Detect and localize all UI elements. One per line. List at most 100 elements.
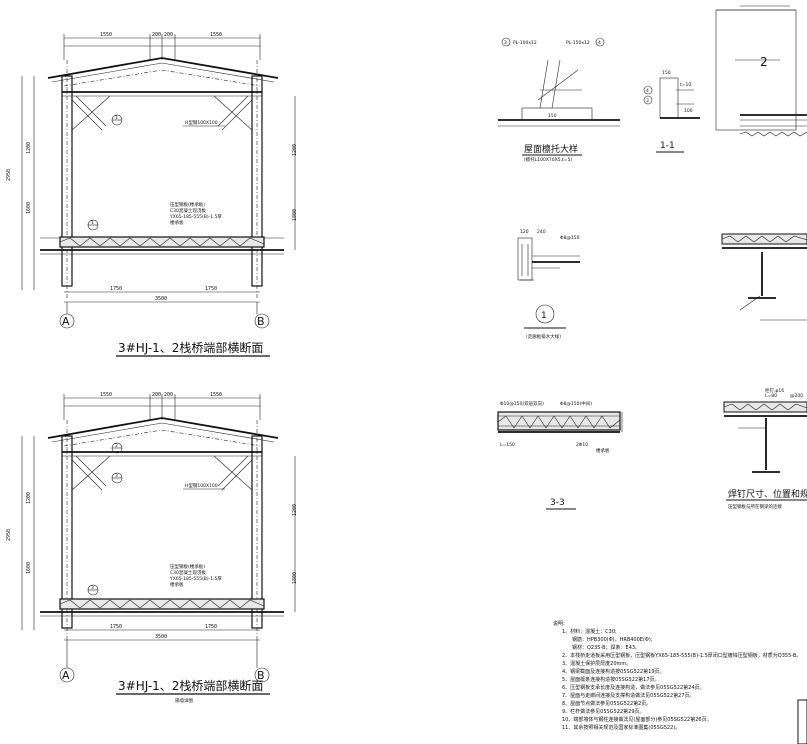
roof-line [47, 57, 279, 79]
section-3-bars: 2Φ10 [576, 442, 588, 448]
dim-left-1: 1200 [26, 142, 32, 154]
beam-label: H型钢100X100 [185, 482, 218, 489]
dim-right-1: 1200 [292, 504, 298, 516]
dim-right-1: 1200 [292, 144, 298, 156]
stud-detail-subtitle: 压型钢板与所在钢梁的连接 [728, 503, 782, 510]
section-2: 2 [715, 5, 807, 137]
note-item: 7、屋面与走廊间连接及支撑构造做法见05SG522第27页。 [562, 692, 695, 699]
detail-1-circle [535, 304, 555, 324]
elevation-2-subtitle: 隔墙详图 [175, 697, 193, 704]
svg-text:3: 3 [115, 473, 118, 479]
note-item: 6、压型钢板支承长度及连接构造，做法参见05SG522第24页。 [562, 684, 705, 691]
section-1-dim-3: 100 [684, 108, 693, 114]
note-line-4: 楼承板 [170, 581, 184, 588]
stud-label-2: L=80 [765, 393, 777, 399]
note-line-3: YX65-185-555(B)-1.5厚 [169, 576, 222, 582]
svg-text:3: 3 [504, 40, 507, 46]
dim-bottom-1: 1750 [110, 286, 122, 292]
elevation-1-title: 3#HJ-1、2栈桥端部横断面 [118, 340, 263, 355]
dim-left-2: 1600 [26, 202, 32, 214]
note-item: 钢材：Q235-B；焊条：E43。 [562, 644, 640, 651]
dim-top-1: 1550 [100, 392, 112, 398]
dim-top-3: 200 [164, 32, 173, 38]
section-1-1: 4 3 150 t=10 100 1-1 [643, 70, 700, 153]
dim-right-2: 1800 [292, 209, 298, 221]
dim-right-2: 1800 [292, 572, 298, 584]
svg-text:4: 4 [646, 88, 649, 94]
beam-label: H型钢100X100 [185, 119, 218, 126]
plate-label-1: PL-100x12 [513, 40, 537, 46]
detail-shear-stud: 栓钉,φ16 L=80 @200 焊钉尺寸、位置和规格 压型钢板与所在钢梁的连接 [723, 387, 807, 510]
drain-dim-2: 240 [537, 229, 546, 235]
rebar-label-2: Φ8@150(中间) [560, 400, 592, 407]
roof-detail-title: 屋面檩托大样 [524, 143, 578, 155]
note-item: 4、钢梁截面及连接构造按05SG522第19页。 [562, 668, 665, 675]
dim-left-1: 1200 [26, 492, 32, 504]
dim-bottom-1: 1750 [110, 624, 122, 630]
detail-1-number: 1 [541, 311, 547, 321]
note-item: 5、屋面檩条连接构造按05SG522第17页。 [562, 676, 660, 683]
dim-bottom-2: 1750 [205, 286, 217, 292]
rebar-label-1: Φ10@150(双层双向) [500, 400, 544, 407]
svg-text:3: 3 [91, 585, 94, 591]
dim-top-2: 200 [152, 392, 161, 398]
note-item: 1、材料：混凝土：C30; [562, 628, 617, 635]
note-line-4: 楼承板 [170, 219, 184, 226]
detail-1-title: (走廊板排水大样) [526, 333, 561, 340]
elevation-1: 1550 200 200 1550 1 1 H型钢100X100 [6, 32, 298, 357]
axis-label-b: B [257, 669, 265, 682]
note-item: 8、屋面节点做法参见05SG522第2页。 [562, 700, 651, 707]
dim-top-3: 200 [164, 392, 173, 398]
drain-rebar: Φ8@150 [560, 235, 580, 241]
title-block-edge [797, 699, 807, 744]
detail-roof-purlin: 3 4 PL-100x12 PL-150x12 150 屋面檩托大样 (檩托L1… [498, 37, 620, 163]
note-item: 9、栏杆做法参见05SG522第29页。 [562, 708, 645, 715]
detail-dim: 150 [548, 113, 557, 119]
roof-detail-subtitle: (檩托L100X70X5,t=5) [524, 156, 572, 163]
note-item: 3、混凝土保护层厚度20mm。 [562, 660, 631, 667]
height-dim-left: 2950 [6, 169, 12, 181]
axis-label-b: B [257, 315, 265, 328]
svg-text:3: 3 [646, 98, 649, 104]
elevation-2-title: 3#HJ-1、2栈桥端部横断面 [118, 678, 263, 693]
dim-total: 3500 [155, 634, 167, 640]
section-3-3-title: 3-3 [550, 498, 565, 508]
dim-top-2: 200 [152, 32, 161, 38]
stud-label-1: 栓钉,φ16 [765, 387, 784, 394]
section-1-dim-1: 150 [662, 70, 671, 76]
note-item: 钢筋：HPB300(Φ)，HRB400E(Φ); [562, 636, 653, 643]
axis-bubble-a [59, 313, 75, 329]
svg-text:4: 4 [598, 40, 601, 46]
note-line-1: 压型钢板(楼承板) [170, 201, 205, 208]
axis-bubble-b [254, 667, 270, 683]
axis-label-a: A [62, 315, 70, 328]
general-notes: 说明: 1、材料：混凝土：C30; 钢筋：HPB300(Φ)，HRB400E(Φ… [553, 620, 801, 731]
svg-text:1: 1 [115, 115, 118, 121]
axis-bubble-a [59, 667, 75, 683]
detail-corridor-drain: 120 240 Φ8@150 1 (走廊板排水大样) [517, 229, 580, 340]
axis-label-a: A [62, 669, 70, 682]
girder-detail [721, 233, 807, 321]
dim-total: 3500 [155, 296, 167, 302]
section-3-3: Φ10@150(双层双向) Φ8@150(中间) L=150 2Φ10 楼承板 … [497, 400, 623, 510]
note-line-3: YX65-185-555(B)-1.5厚 [169, 214, 222, 220]
drain-dim-1: 120 [520, 229, 529, 235]
note-item: 11、其余按照相关规范及国家标准图集(05SG522)。 [562, 724, 680, 731]
stud-label-3: @200 [790, 393, 803, 399]
stud-detail-title: 焊钉尺寸、位置和规格 [728, 488, 807, 500]
dim-top-1: 1550 [100, 32, 112, 38]
elevation-2: 1550 200 200 1550 2 3 3 H型钢100X100 压型钢板(… [6, 392, 298, 704]
section-3-deck: 楼承板 [596, 447, 610, 454]
dim-bottom-2: 1750 [205, 624, 217, 630]
dim-top-4: 1550 [210, 392, 222, 398]
section-2-number: 2 [760, 55, 768, 69]
axis-bubble-b [254, 313, 270, 329]
section-3-dim: L=150 [500, 442, 515, 448]
svg-text:1: 1 [91, 220, 94, 226]
note-item: 2、本栈桥走道板采用压型钢板，压型钢板YX65-185-555(B)-1.5厚闭… [562, 652, 801, 659]
section-1-1-title: 1-1 [660, 141, 675, 151]
notes-heading: 说明: [553, 620, 565, 627]
note-line-2: C30混凝土现浇板 [170, 569, 206, 576]
